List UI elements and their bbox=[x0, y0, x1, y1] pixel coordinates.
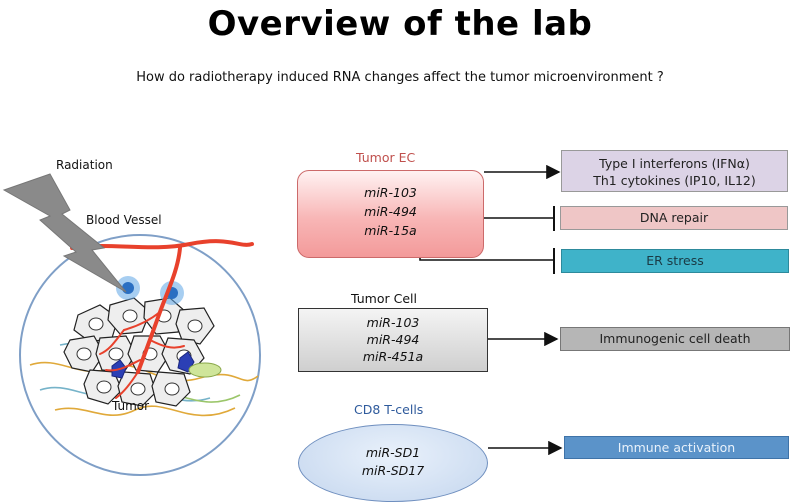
vessel-branches bbox=[99, 311, 185, 399]
tumor-cell-box: miR-103 miR-494 miR-451a bbox=[298, 308, 488, 372]
lightning-icon bbox=[2, 173, 127, 293]
mirna-item: miR-494 bbox=[364, 204, 417, 219]
tumor-label: Tumor bbox=[112, 399, 150, 413]
green-cell bbox=[188, 362, 222, 378]
tumor-ec-label: Tumor EC bbox=[356, 150, 416, 165]
mirna-item: miR-103 bbox=[366, 315, 420, 330]
mirna-item: miR-103 bbox=[364, 185, 417, 200]
page-title: Overview of the lab bbox=[207, 4, 593, 44]
ifn-outcome-box: Type I interferons (IFNα) Th1 cytokines … bbox=[561, 150, 788, 192]
inhibit-ec-to-er-stress bbox=[419, 258, 553, 261]
page-subtitle: How do radiotherapy induced RNA changes … bbox=[136, 70, 664, 85]
mirna-item: miR-SD17 bbox=[361, 463, 425, 478]
radiation-label: Radiation bbox=[56, 158, 113, 172]
tumor-cell-label: Tumor Cell bbox=[351, 291, 417, 306]
tumor-ec-box: miR-103 miR-494 miR-15a bbox=[297, 170, 484, 258]
ifn-line-1: Type I interferons (IFNα) bbox=[599, 156, 750, 171]
dna-repair-box: DNA repair bbox=[560, 206, 788, 230]
mirna-item: miR-SD1 bbox=[365, 445, 421, 460]
mirna-item: miR-494 bbox=[366, 332, 420, 347]
tumor-illustration bbox=[2, 173, 261, 476]
mirna-item: miR-15a bbox=[364, 223, 417, 238]
er-stress-box: ER stress bbox=[561, 249, 789, 273]
cd8-ellipse: miR-SD1 miR-SD17 bbox=[298, 424, 488, 502]
immune-activation-box: Immune activation bbox=[564, 436, 789, 459]
icd-box: Immunogenic cell death bbox=[560, 327, 790, 351]
blood-vessel-label: Blood Vessel bbox=[86, 213, 162, 227]
mirna-item: miR-451a bbox=[362, 349, 424, 364]
ifn-line-2: Th1 cytokines (IP10, IL12) bbox=[593, 173, 756, 188]
cd8-label: CD8 T-cells bbox=[354, 402, 424, 417]
